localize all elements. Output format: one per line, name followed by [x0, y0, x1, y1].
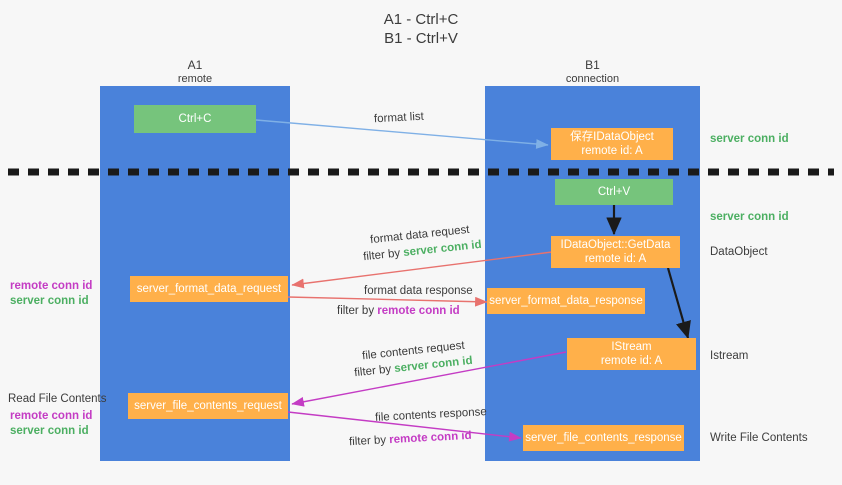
title-line-2: B1 - Ctrl+V: [384, 30, 458, 47]
box-save-dataobject-line-1: 保存IDataObject: [570, 131, 654, 143]
column-header-b1: B1 connection: [485, 58, 700, 86]
annotation-remote-conn-id-1: remote conn id: [10, 280, 93, 292]
label-file-contents-response: file contents response: [375, 405, 488, 426]
annotation-server-conn-id-top: server conn id: [710, 133, 789, 145]
annotation-server-conn-id-mid: server conn id: [710, 211, 789, 223]
annotation-remote-conn-id-2: remote conn id: [10, 410, 93, 422]
box-getdata-line-1: IDataObject::GetData: [560, 239, 671, 251]
page-title: A1 - Ctrl+C B1 - Ctrl+V: [0, 10, 842, 48]
box-server-format-data-request-label: server_format_data_request: [136, 283, 282, 295]
box-ctrl-v-label: Ctrl+V: [597, 186, 631, 198]
label-file-contents-response-filter-prefix: filter by: [348, 434, 390, 449]
box-istream-line-2: remote id: A: [600, 355, 663, 367]
label-format-data-request-filter-prefix: filter by: [362, 247, 404, 264]
label-file-contents-response-filter-value: remote conn id: [388, 429, 472, 447]
box-getdata[interactable]: IDataObject::GetData remote id: A: [551, 236, 680, 268]
label-format-list-text: format list: [373, 110, 425, 126]
column-header-a1-role: remote: [177, 73, 213, 85]
box-getdata-line-2: remote id: A: [584, 253, 647, 265]
box-server-file-contents-response-label: server_file_contents_response: [525, 432, 682, 444]
annotation-read-file-contents: Read File Contents: [8, 393, 107, 405]
box-istream[interactable]: IStream remote id: A: [567, 338, 696, 370]
annotation-server-conn-id-2: server conn id: [10, 425, 89, 437]
annotation-write-file-contents: Write File Contents: [710, 432, 808, 444]
column-header-b1-name: B1: [585, 58, 600, 72]
label-file-contents-response-filter: filter by remote conn id: [349, 429, 472, 450]
box-server-file-contents-request[interactable]: server_file_contents_request: [128, 393, 288, 419]
box-server-format-data-request[interactable]: server_format_data_request: [130, 276, 288, 302]
label-format-data-response-filter-prefix: filter by: [337, 305, 378, 317]
box-server-format-data-response[interactable]: server_format_data_response: [487, 288, 645, 314]
label-format-data-response-filter-value: remote conn id: [377, 305, 460, 317]
box-server-file-contents-request-label: server_file_contents_request: [134, 400, 282, 412]
label-file-contents-response-text: file contents response: [374, 406, 488, 424]
annotation-dataobject: DataObject: [710, 246, 768, 258]
box-server-file-contents-response[interactable]: server_file_contents_response: [523, 425, 684, 451]
label-format-data-response-text: format data response: [364, 285, 473, 297]
box-server-format-data-response-label: server_format_data_response: [489, 295, 643, 307]
box-save-dataobject-line-2: remote id: A: [581, 145, 643, 157]
box-ctrl-c[interactable]: Ctrl+C: [134, 105, 256, 133]
column-header-a1-name: A1: [187, 58, 203, 72]
label-format-data-response-filter: filter by remote conn id: [337, 304, 460, 319]
box-istream-line-1: IStream: [611, 341, 652, 353]
column-header-b1-role: connection: [565, 73, 620, 85]
label-format-data-response: format data response: [364, 284, 473, 299]
label-format-list: format list: [374, 110, 425, 128]
box-ctrl-v[interactable]: Ctrl+V: [555, 179, 673, 205]
annotation-istream: Istream: [710, 350, 749, 362]
box-ctrl-c-label: Ctrl+C: [178, 113, 212, 125]
title-line-1: A1 - Ctrl+C: [383, 11, 459, 28]
annotation-server-conn-id-1: server conn id: [10, 295, 89, 307]
box-save-dataobject[interactable]: 保存IDataObject remote id: A: [551, 128, 673, 160]
label-file-contents-request-filter-prefix: filter by: [353, 363, 395, 380]
column-header-a1: A1 remote: [100, 58, 290, 86]
